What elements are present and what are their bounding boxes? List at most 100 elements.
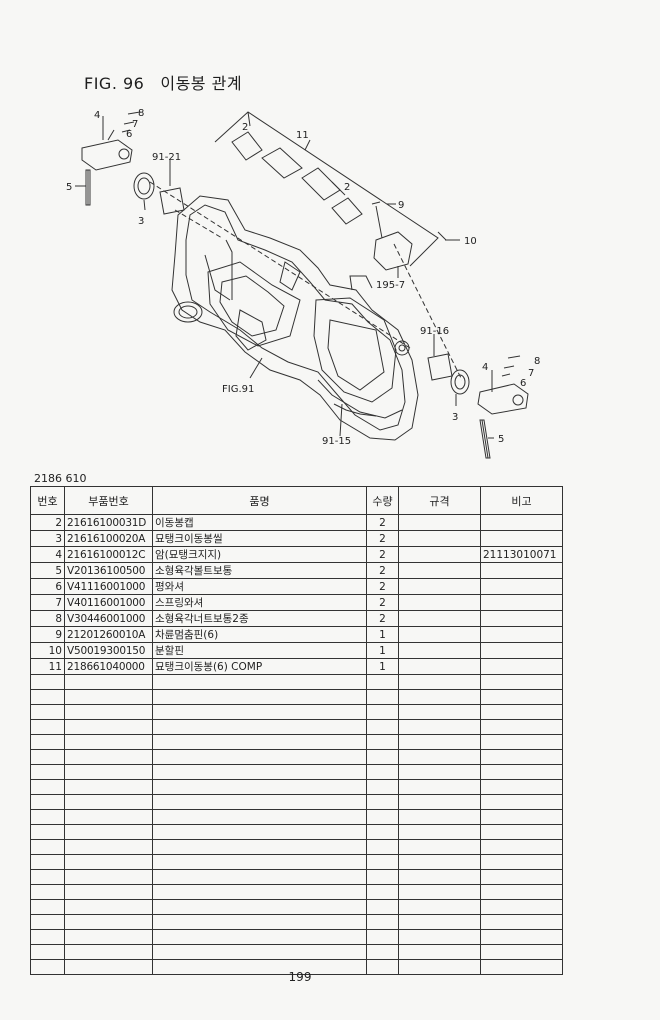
empty-cell: [366, 734, 399, 750]
empty-cell: [30, 794, 65, 810]
empty-cell: [64, 719, 153, 735]
empty-cell: [366, 674, 399, 690]
callout-5-right: 5: [498, 434, 504, 445]
callout-4-right: 4: [482, 362, 488, 373]
empty-cell: [152, 794, 367, 810]
empty-cell: [152, 839, 367, 855]
empty-table-row: [30, 854, 563, 870]
figure-name: 이동봉 관계: [160, 74, 243, 93]
cell-qty: 2: [366, 562, 399, 579]
cell-qty: 1: [366, 626, 399, 643]
cell-remark: 21113010071: [480, 546, 563, 563]
callout-6-left: 6: [126, 129, 132, 140]
empty-cell: [366, 809, 399, 825]
empty-cell: [30, 734, 65, 750]
header-remark: 비고: [480, 486, 563, 515]
empty-cell: [398, 764, 481, 780]
callout-2-pin-top: 2: [242, 122, 248, 133]
cell-part-no: V30446001000: [64, 610, 153, 627]
empty-cell: [64, 734, 153, 750]
empty-cell: [480, 839, 563, 855]
empty-cell: [480, 674, 563, 690]
empty-cell: [398, 839, 481, 855]
cell-no: 9: [30, 626, 65, 643]
empty-cell: [480, 869, 563, 885]
transmission-housing: [171, 195, 419, 441]
empty-cell: [480, 884, 563, 900]
cell-part-no: 21616100020A: [64, 530, 153, 547]
empty-cell: [64, 869, 153, 885]
cell-no: 11: [30, 658, 65, 675]
empty-cell: [366, 854, 399, 870]
empty-cell: [64, 764, 153, 780]
cell-qty: 1: [366, 658, 399, 675]
cell-spec: [398, 610, 481, 627]
empty-cell: [30, 719, 65, 735]
cell-name: 차륜멈춤핀(6): [152, 626, 367, 643]
callout-91-16: 91-16: [420, 326, 449, 337]
empty-table-row: [30, 764, 563, 780]
empty-cell: [398, 704, 481, 720]
cell-qty: 2: [366, 514, 399, 531]
empty-table-row: [30, 899, 563, 915]
empty-cell: [366, 944, 399, 960]
empty-cell: [152, 749, 367, 765]
empty-cell: [64, 884, 153, 900]
empty-cell: [152, 689, 367, 705]
empty-cell: [64, 779, 153, 795]
header-name: 품명: [152, 486, 367, 515]
empty-cell: [398, 719, 481, 735]
cell-part-no: V20136100500: [64, 562, 153, 579]
empty-cell: [30, 929, 65, 945]
empty-cell: [152, 944, 367, 960]
empty-cell: [366, 764, 399, 780]
empty-cell: [366, 689, 399, 705]
empty-table-row: [30, 809, 563, 825]
empty-cell: [398, 884, 481, 900]
cell-spec: [398, 626, 481, 643]
cell-part-no: V41116001000: [64, 578, 153, 595]
cell-part-no: 21616100012C: [64, 546, 153, 563]
empty-cell: [480, 944, 563, 960]
empty-table-row: [30, 794, 563, 810]
empty-cell: [480, 764, 563, 780]
empty-table-row: [30, 824, 563, 840]
empty-cell: [366, 794, 399, 810]
empty-cell: [366, 839, 399, 855]
empty-cell: [30, 914, 65, 930]
cell-name: 암(묘탱크지지): [152, 546, 367, 563]
cell-remark: [480, 562, 563, 579]
empty-cell: [152, 764, 367, 780]
callout-7-right: 7: [528, 368, 534, 379]
cell-name: 분할핀: [152, 642, 367, 659]
empty-cell: [30, 839, 65, 855]
empty-cell: [366, 824, 399, 840]
empty-cell: [398, 944, 481, 960]
callout-5-left: 5: [66, 182, 72, 193]
empty-cell: [152, 884, 367, 900]
table-header-row: 번호 부품번호 품명 수량 규격 비고: [30, 486, 563, 515]
empty-cell: [480, 704, 563, 720]
empty-cell: [366, 719, 399, 735]
empty-table-row: [30, 884, 563, 900]
empty-cell: [30, 749, 65, 765]
cell-spec: [398, 594, 481, 611]
callout-91-15: 91-15: [322, 436, 351, 447]
empty-cell: [398, 689, 481, 705]
header-spec: 규격: [398, 486, 481, 515]
empty-cell: [366, 869, 399, 885]
cell-name: 이동봉캡: [152, 514, 367, 531]
cell-spec: [398, 530, 481, 547]
callout-3-left: 3: [138, 216, 144, 227]
empty-cell: [152, 809, 367, 825]
cell-no: 4: [30, 546, 65, 563]
empty-cell: [30, 779, 65, 795]
empty-cell: [398, 914, 481, 930]
empty-table-row: [30, 839, 563, 855]
empty-cell: [366, 884, 399, 900]
empty-table-row: [30, 704, 563, 720]
empty-cell: [398, 824, 481, 840]
